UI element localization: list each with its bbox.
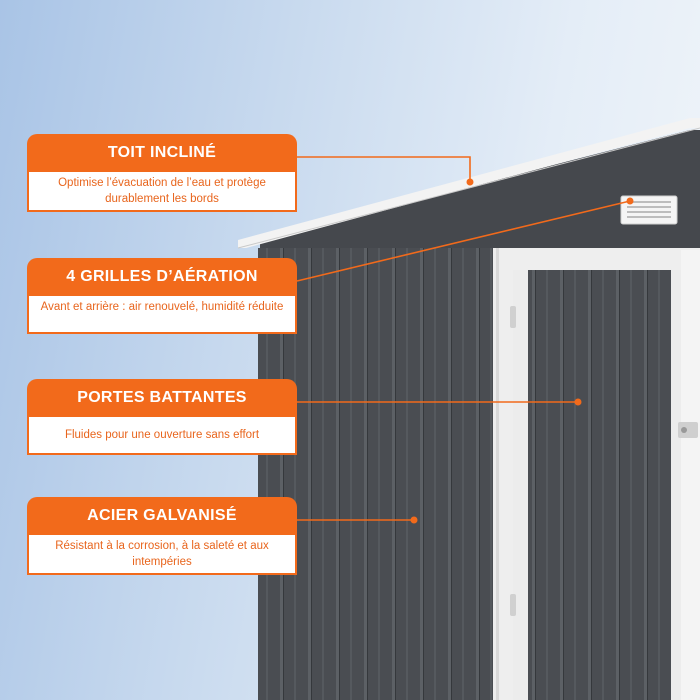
callout-title: PORTES BATTANTES [27,379,297,417]
callout-title: 4 GRILLES D’AÉRATION [27,258,297,296]
callout-text: Optimise l’évacuation de l’eau et protèg… [27,172,297,212]
callout-text: Avant et arrière : air renouvelé, humidi… [27,296,297,334]
leader-line-roof [297,156,471,182]
callout-roof: TOIT INCLINÉ Optimise l’évacuation de l’… [27,134,297,212]
callout-title: ACIER GALVANISÉ [27,497,297,535]
leader-dot-roof [466,178,474,186]
leader-line-vent [296,200,631,282]
callout-vents: 4 GRILLES D’AÉRATION Avant et arrière : … [27,258,297,334]
leader-dot-doors [574,398,582,406]
callout-title: TOIT INCLINÉ [27,134,297,172]
callout-text: Résistant à la corrosion, à la saleté et… [27,535,297,575]
callout-doors: PORTES BATTANTES Fluides pour une ouvert… [27,379,297,455]
callout-steel: ACIER GALVANISÉ Résistant à la corrosion… [27,497,297,575]
hinge [510,306,516,328]
leader-dot-steel [410,516,418,524]
leader-dot-vent [626,197,634,205]
hinge [510,594,516,616]
vent-grille [620,195,678,225]
gable-panel [260,130,700,250]
door-latch [678,422,698,438]
door-frame-top [513,248,700,270]
callout-text: Fluides pour une ouverture sans effort [27,417,297,455]
